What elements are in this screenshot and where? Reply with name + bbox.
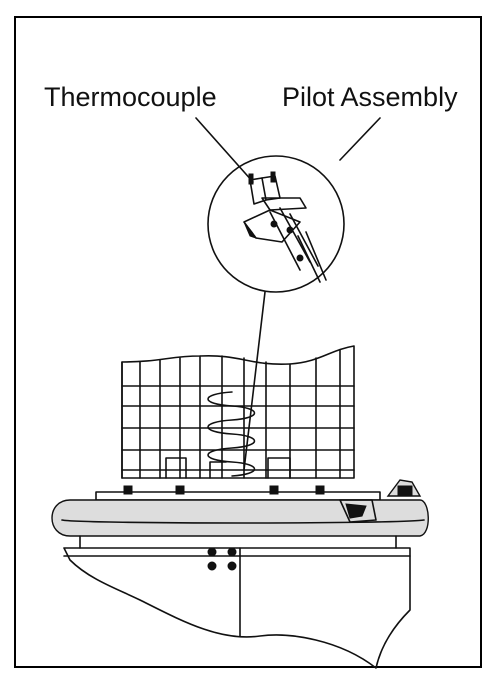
heating-coil: [207, 391, 256, 477]
pilot-assembly-detail: [243, 171, 327, 283]
burner-base-pan: [51, 485, 429, 537]
cage-supports: [165, 457, 291, 479]
burner-cage: [121, 345, 355, 479]
gas-valve-knob: [339, 479, 422, 523]
pilot-assembly-label: Pilot Assembly: [282, 82, 458, 112]
thermocouple-leader-line: [195, 117, 254, 183]
lower-housing: [63, 535, 411, 669]
detail-callout-line: [243, 291, 266, 471]
thermocouple-label: Thermocouple: [44, 82, 217, 112]
detail-magnifier-circle: [207, 155, 345, 293]
pilot-leader-line: [339, 117, 381, 161]
figure-border: [14, 16, 482, 668]
